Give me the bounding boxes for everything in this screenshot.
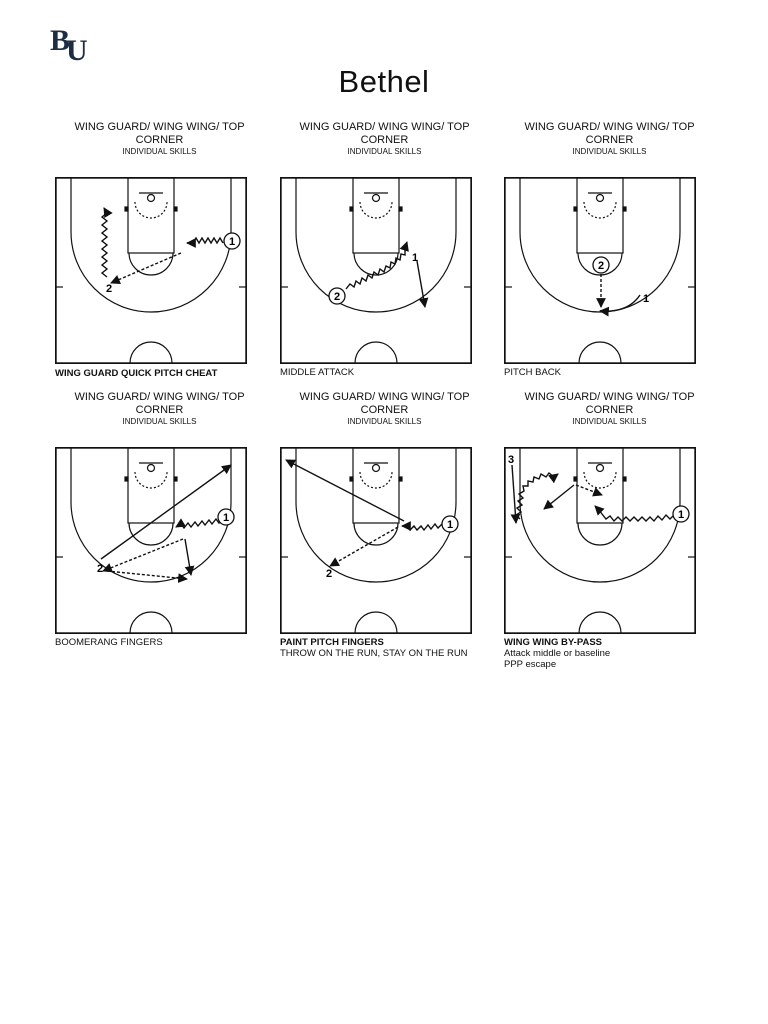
panel-heading-text: WING GUARD/ WING WING/ TOP CORNER	[299, 121, 470, 146]
panel-5-caption: PAINT PITCH FINGERS THROW ON THE RUN, ST…	[280, 637, 490, 659]
panel-subheading: INDIVIDUAL SKILLS	[572, 147, 647, 156]
caption-line: PPP escape	[504, 659, 557, 670]
panel-1-heading: WING GUARD/ WING WING/ TOP CORNER INDIVI…	[52, 121, 267, 157]
player-1-marker	[223, 232, 241, 250]
player-2-marker	[592, 256, 610, 274]
caption-line: THROW ON THE RUN, STAY ON THE RUN	[280, 648, 468, 659]
panel-heading-text: WING GUARD/ WING WING/ TOP CORNER	[524, 391, 695, 416]
panel-2-heading: WING GUARD/ WING WING/ TOP CORNER INDIVI…	[277, 121, 492, 157]
svg-text:U: U	[66, 34, 88, 62]
player-1-label: 1	[447, 519, 453, 531]
player-1-label: 1	[678, 509, 684, 521]
panel-3-heading: WING GUARD/ WING WING/ TOP CORNER INDIVI…	[502, 121, 717, 157]
panel-subheading: INDIVIDUAL SKILLS	[122, 147, 197, 156]
court-diagram-3: 2 1	[504, 177, 696, 364]
caption-title: PAINT PITCH FINGERS	[280, 637, 384, 648]
panel-subheading: INDIVIDUAL SKILLS	[347, 417, 422, 426]
court-diagram-6: 1 3	[504, 447, 696, 634]
panel-2-caption: MIDDLE ATTACK	[280, 367, 490, 378]
panel-subheading: INDIVIDUAL SKILLS	[572, 417, 647, 426]
panel-heading-text: WING GUARD/ WING WING/ TOP CORNER	[299, 391, 470, 416]
player-1-marker	[217, 508, 235, 526]
player-1-marker	[672, 505, 690, 523]
panel-4-caption: BOOMERANG FINGERS	[55, 637, 265, 648]
court-diagram-4: 1 2	[55, 447, 247, 634]
player-2-label: 2	[326, 568, 332, 580]
panel-6-heading: WING GUARD/ WING WING/ TOP CORNER INDIVI…	[502, 391, 717, 427]
player-2-label: 2	[334, 291, 340, 303]
page-title: Bethel	[338, 64, 430, 99]
court-diagram-1: 1 2	[55, 177, 247, 364]
player-2-marker	[328, 287, 346, 305]
panel-heading-text: WING GUARD/ WING WING/ TOP CORNER	[524, 121, 695, 146]
player-2-label: 2	[598, 260, 604, 272]
caption-title: WING GUARD QUICK PITCH CHEAT	[55, 368, 218, 379]
player-1-label: 1	[412, 252, 418, 264]
caption-line: PITCH BACK	[504, 367, 562, 378]
panel-3-caption: PITCH BACK	[504, 367, 714, 378]
panel-heading-text: WING GUARD/ WING WING/ TOP CORNER	[74, 121, 245, 146]
player-1-label: 1	[229, 236, 235, 248]
player-1-label: 1	[223, 512, 229, 524]
player-2-label: 2	[106, 283, 112, 295]
caption-line: Attack middle or baseline	[504, 648, 611, 659]
caption-line: BOOMERANG FINGERS	[55, 637, 163, 648]
panel-6-caption: WING WING BY-PASS Attack middle or basel…	[504, 637, 714, 670]
bu-logo: B U	[50, 24, 88, 62]
svg-text:B: B	[50, 24, 70, 57]
player-2-label: 2	[97, 563, 103, 575]
panel-1-caption: WING GUARD QUICK PITCH CHEAT	[55, 368, 265, 379]
player-3-label: 3	[508, 454, 514, 466]
caption-title: WING WING BY-PASS	[504, 637, 602, 648]
panel-subheading: INDIVIDUAL SKILLS	[122, 417, 197, 426]
court-diagram-2: 2 1	[280, 177, 472, 364]
player-1-marker	[441, 515, 459, 533]
court-diagram-5: 1 2	[280, 447, 472, 634]
panel-heading-text: WING GUARD/ WING WING/ TOP CORNER	[74, 391, 245, 416]
player-1-label: 1	[643, 293, 649, 305]
caption-line: MIDDLE ATTACK	[280, 367, 355, 378]
panel-subheading: INDIVIDUAL SKILLS	[347, 147, 422, 156]
panel-4-heading: WING GUARD/ WING WING/ TOP CORNER INDIVI…	[52, 391, 267, 427]
panel-5-heading: WING GUARD/ WING WING/ TOP CORNER INDIVI…	[277, 391, 492, 427]
